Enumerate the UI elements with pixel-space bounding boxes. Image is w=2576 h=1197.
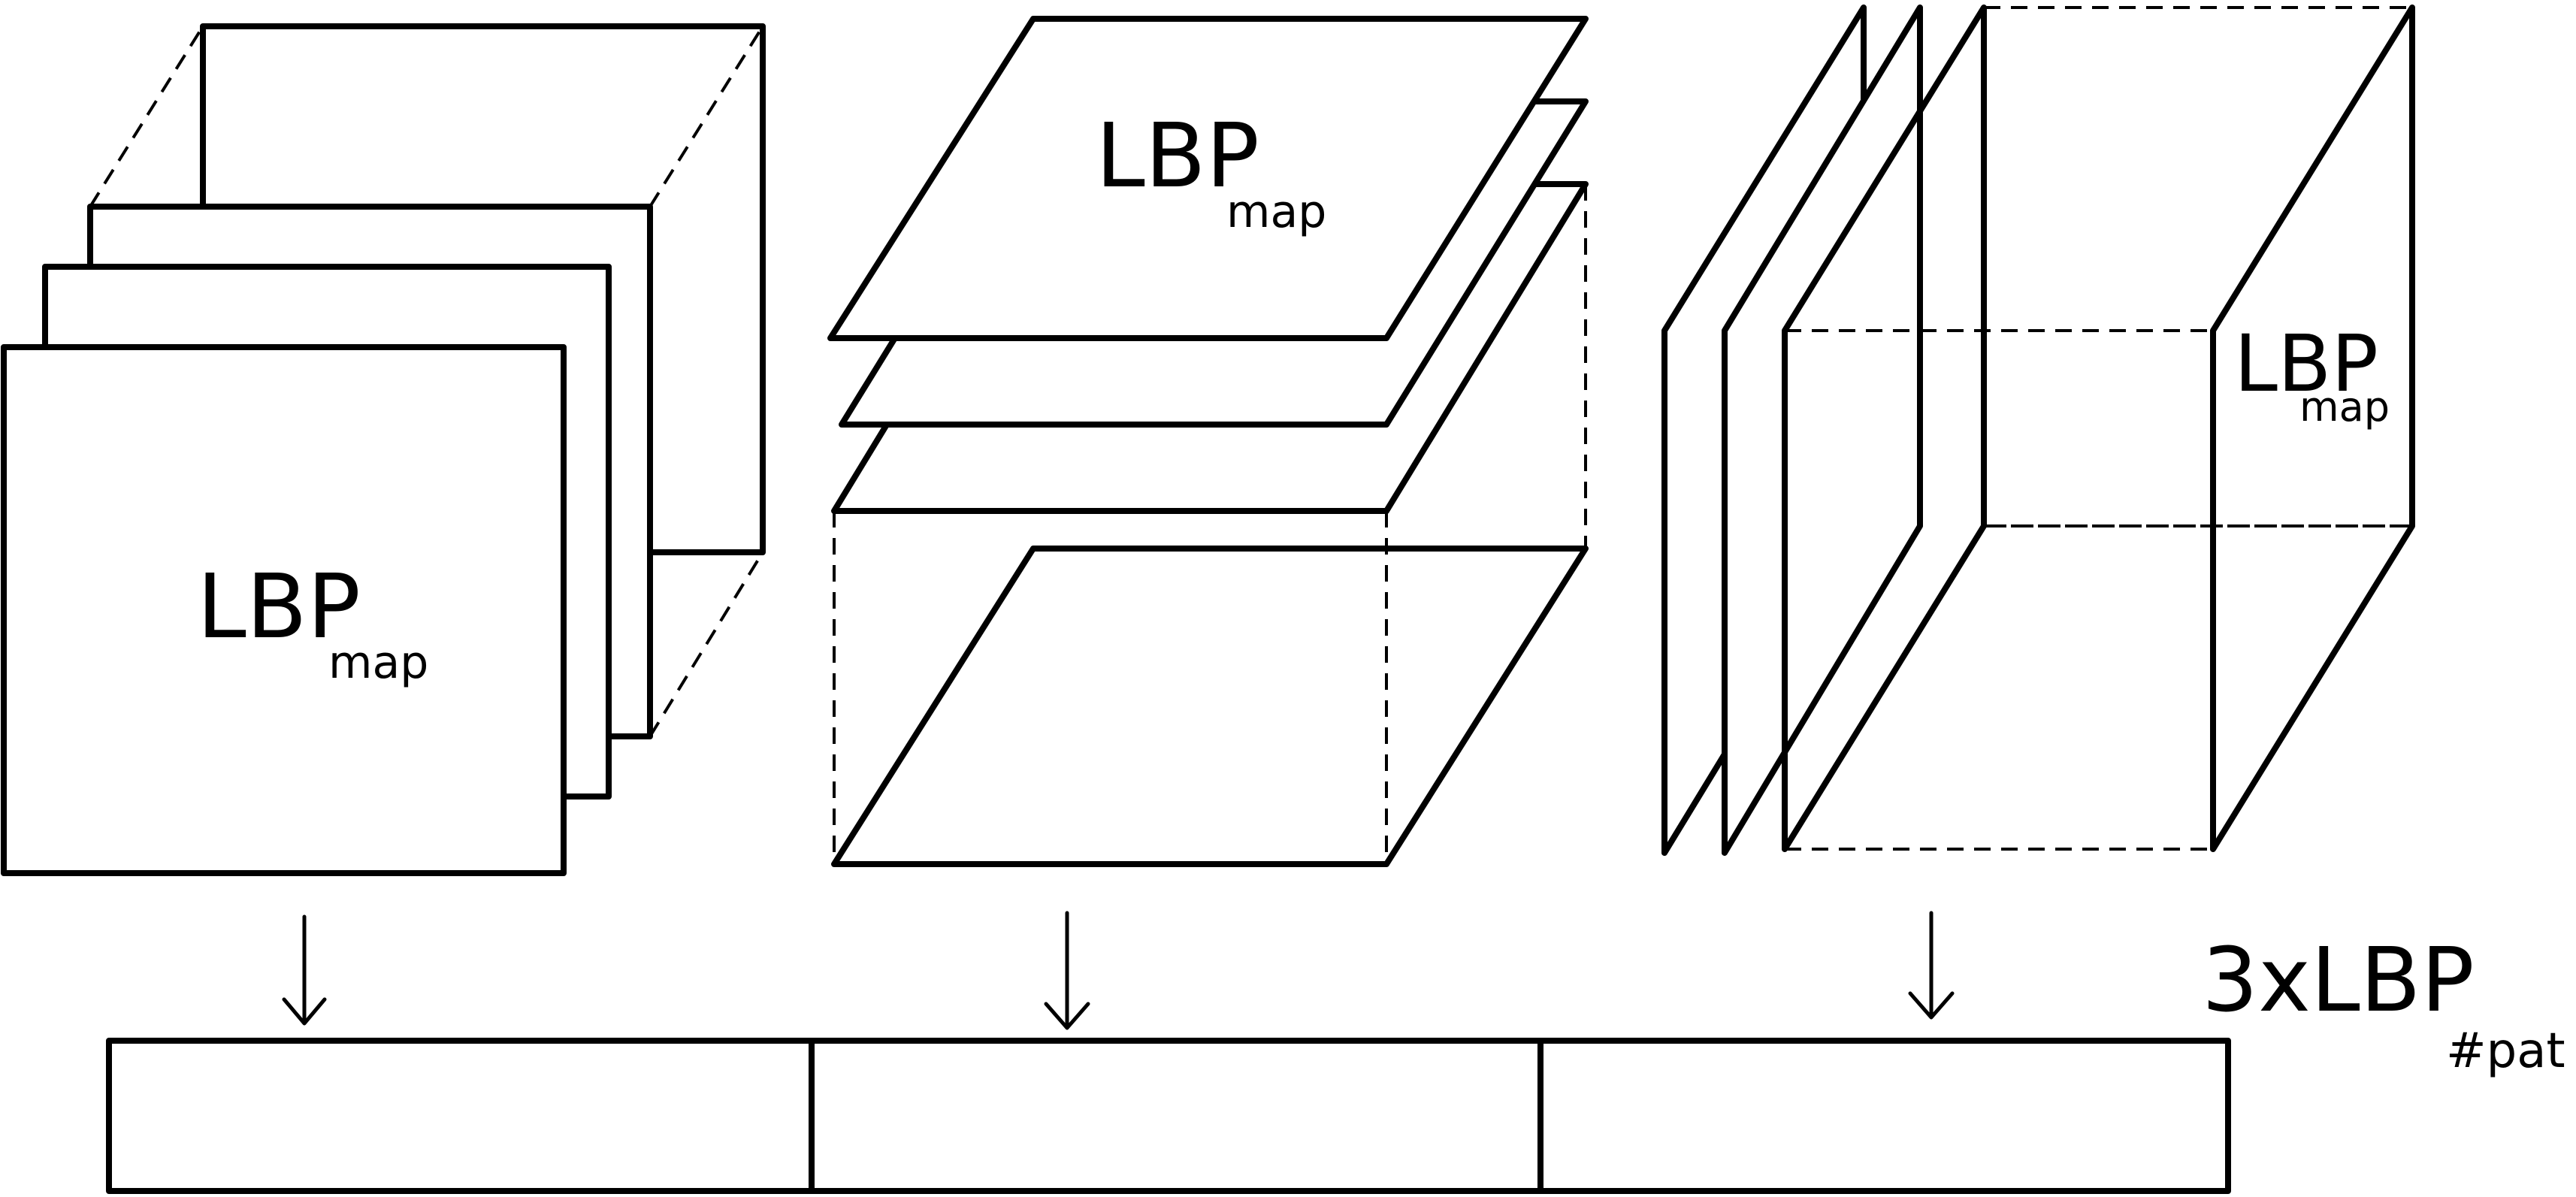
concatenated-histogram: 3xLBP #pat bbox=[106, 928, 2565, 1194]
xt-plane-stack: LBP map bbox=[827, 16, 1589, 867]
block1-sublabel: map bbox=[328, 636, 428, 689]
block3-label: LBP bbox=[2234, 318, 2378, 410]
block3-sublabel: map bbox=[2299, 383, 2390, 431]
depth-edge bbox=[649, 551, 764, 738]
depth-edge bbox=[649, 25, 764, 208]
top-plane bbox=[827, 16, 1589, 341]
down-arrows bbox=[282, 911, 1955, 1030]
cube-back-face bbox=[1982, 6, 2414, 527]
arrow-down-icon bbox=[282, 914, 327, 1026]
arrow-down-icon bbox=[1044, 911, 1090, 1030]
xy-plane-stack: LBP map bbox=[1, 23, 766, 876]
slant-plane bbox=[1722, 5, 1923, 856]
output-sublabel: #pat bbox=[2446, 1023, 2565, 1079]
depth-edge bbox=[89, 25, 204, 208]
block1-label: LBP bbox=[197, 555, 361, 658]
block2-label: LBP bbox=[1096, 104, 1259, 207]
output-label: 3xLBP bbox=[2202, 928, 2475, 1032]
front-slant-plane bbox=[1782, 5, 1987, 852]
arrow-down-icon bbox=[1908, 911, 1955, 1020]
bottom-plane bbox=[831, 546, 1589, 867]
block2-sublabel: map bbox=[1226, 186, 1326, 238]
yt-plane-stack: LBP map bbox=[1661, 5, 2415, 856]
histogram-bar bbox=[106, 1038, 2231, 1194]
front-plane bbox=[1, 344, 567, 876]
right-slant-plane bbox=[2210, 5, 2415, 852]
